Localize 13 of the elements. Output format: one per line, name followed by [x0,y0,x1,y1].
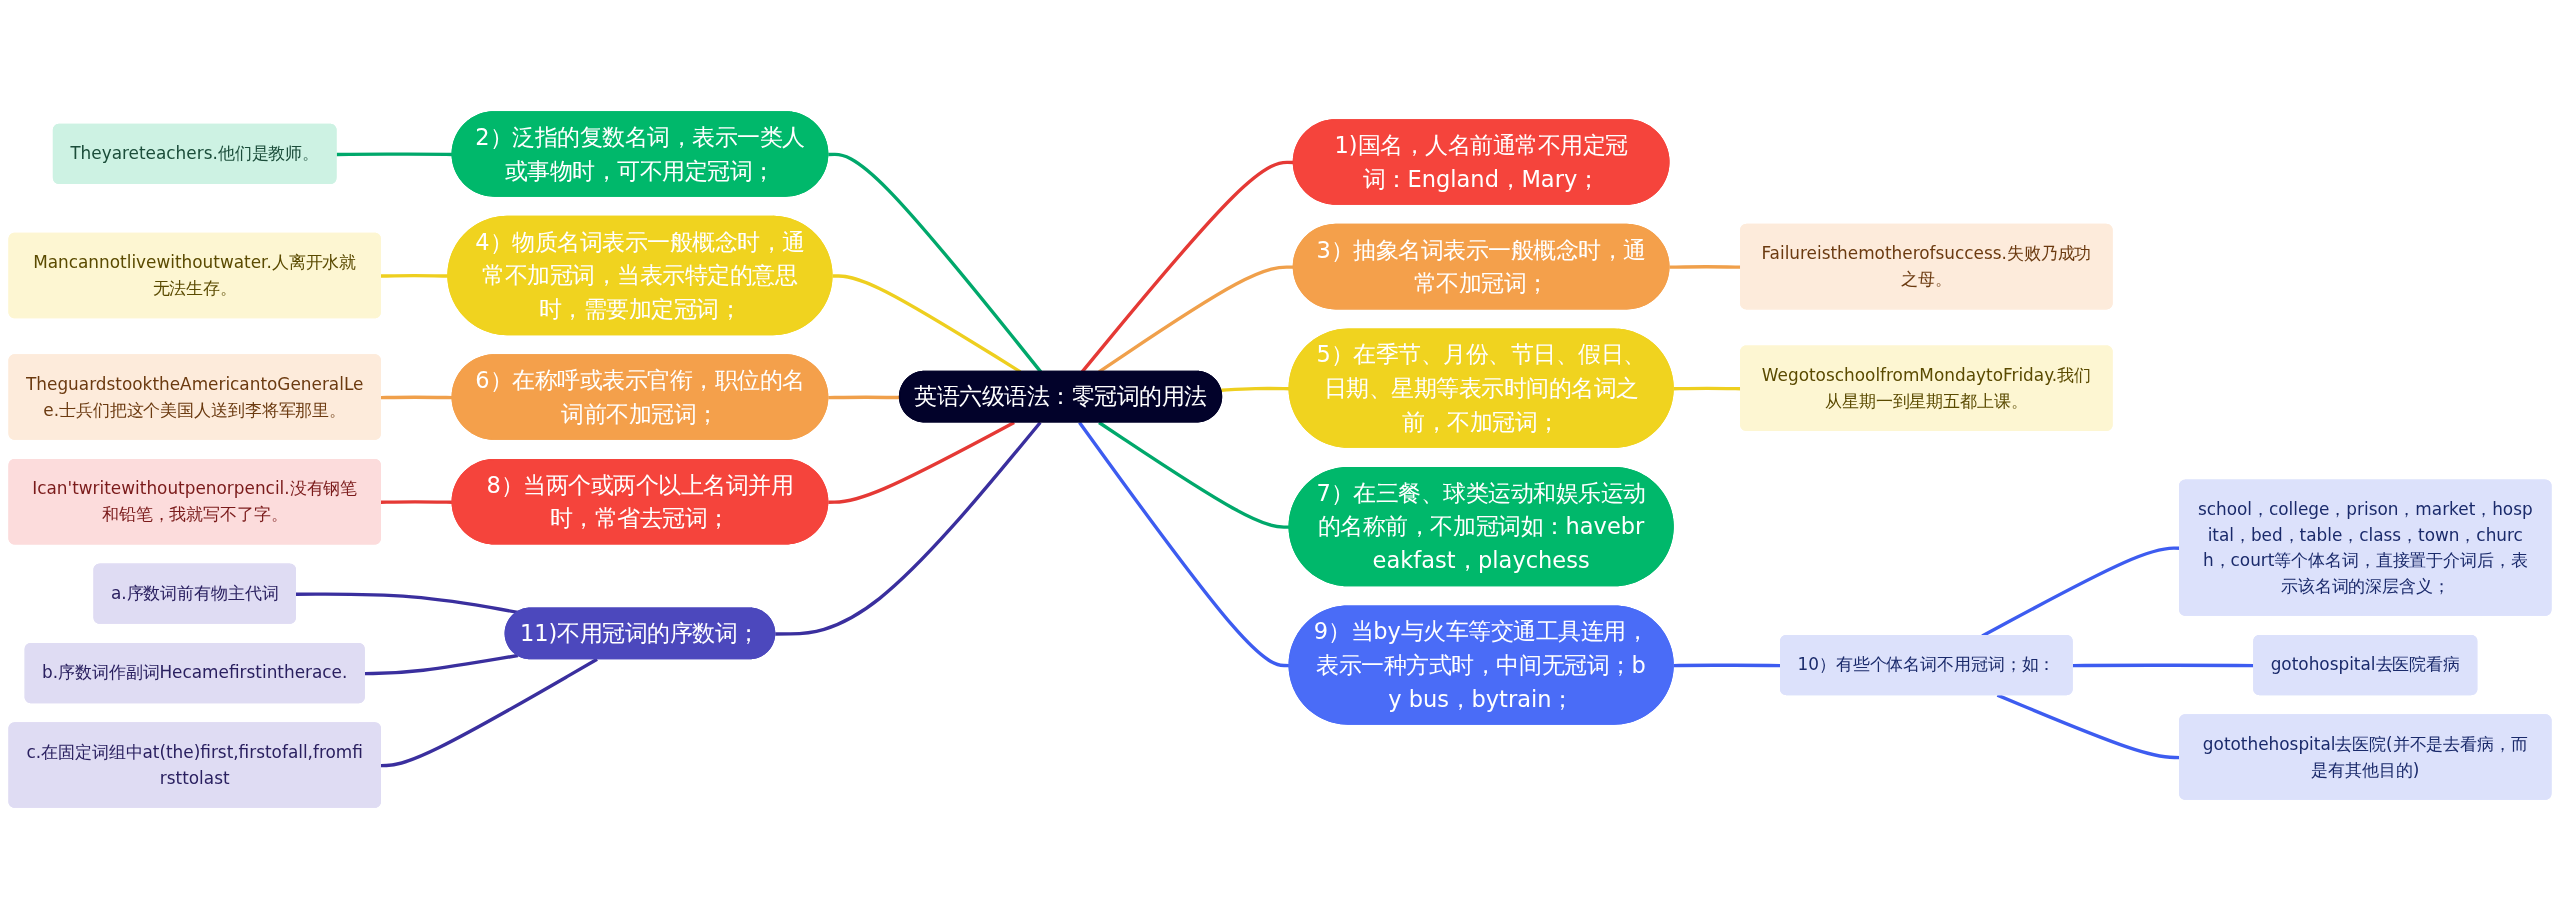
connector [828,421,1015,504]
connector [775,421,1042,636]
connector [295,592,519,615]
connector [1080,160,1294,373]
connector [336,152,453,157]
connector [1221,386,1290,392]
connector [1078,421,1290,668]
connector [364,653,519,676]
connector [1098,421,1290,529]
connector [380,657,598,768]
connector [380,500,453,504]
connector [828,152,1043,373]
connector [380,395,453,400]
